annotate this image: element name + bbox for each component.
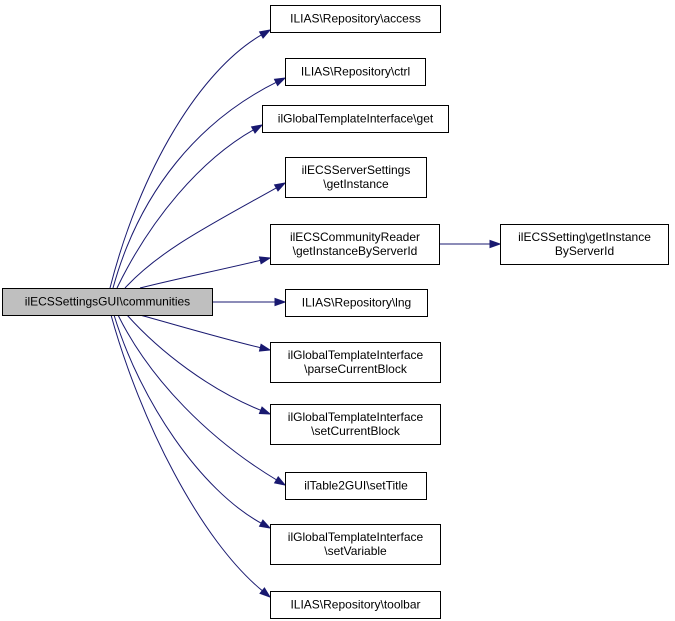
- edge-root-to-toolbar: [110, 314, 272, 598]
- node-toolbar[interactable]: ILIAS\Repository\toolbar: [270, 591, 441, 619]
- edge-root-to-access: [109, 29, 272, 289]
- node-lng[interactable]: ILIAS\Repository\lng: [285, 289, 428, 317]
- arrowhead: [258, 406, 272, 415]
- node-label: ilECSServerSettings: [302, 163, 411, 177]
- edge-line: [116, 128, 255, 289]
- edge-line: [117, 314, 278, 481]
- node-box: [500, 224, 669, 265]
- node-setCurrentBlock[interactable]: ilGlobalTemplateInterface\setCurrentBloc…: [270, 404, 441, 445]
- edge-line: [139, 314, 262, 349]
- node-box: [285, 58, 426, 86]
- node-label: ILIAS\Repository\lng: [302, 296, 411, 310]
- arrowhead: [250, 124, 264, 134]
- node-label: \getInstance: [323, 177, 389, 191]
- arrowhead: [259, 587, 272, 598]
- node-box: [285, 157, 427, 198]
- node-setVariable[interactable]: ilGlobalTemplateInterface\setVariable: [270, 524, 441, 565]
- arrowhead: [274, 297, 287, 307]
- node-label: ilGlobalTemplateInterface: [288, 530, 424, 544]
- node-label: ILIAS\Repository\ctrl: [301, 65, 410, 79]
- edge-getInstanceByServerId-to-settingGetInstance: [439, 239, 502, 249]
- node-box: [262, 105, 449, 133]
- edge-root-to-setTitle: [117, 314, 287, 486]
- arrowhead: [258, 256, 272, 265]
- edge-root-to-setVariable: [113, 314, 272, 529]
- node-getInstanceByServerId[interactable]: ilECSCommunityReader\getInstanceByServer…: [270, 224, 440, 265]
- arrowhead: [273, 182, 287, 192]
- arrowhead: [258, 29, 272, 39]
- node-label: \setCurrentBlock: [311, 424, 401, 438]
- edge-line: [109, 34, 263, 289]
- node-label: ilGlobalTemplateInterface: [288, 348, 424, 362]
- edge-line: [110, 314, 264, 592]
- node-box: [270, 591, 441, 619]
- arrowhead: [258, 519, 272, 529]
- node-settingGetInstance[interactable]: ilECSSetting\getInstanceByServerId: [500, 224, 669, 265]
- node-label: \getInstanceByServerId: [293, 244, 418, 258]
- edge-line: [113, 314, 263, 525]
- node-label: \parseCurrentBlock: [304, 362, 408, 376]
- arrowhead: [258, 343, 272, 352]
- node-get[interactable]: ilGlobalTemplateInterface\get: [262, 105, 449, 133]
- node-label: ilECSSetting\getInstance: [518, 230, 651, 244]
- node-parseCurrentBlock[interactable]: ilGlobalTemplateInterface\parseCurrentBl…: [270, 342, 441, 383]
- node-getInstance[interactable]: ilECSServerSettings\getInstance: [285, 157, 427, 198]
- edge-root-to-get: [116, 124, 264, 289]
- node-label: ilECSCommunityReader: [290, 230, 420, 244]
- node-box: [2, 288, 213, 316]
- node-label: ILIAS\Repository\access: [290, 12, 421, 26]
- node-label: ilGlobalTemplateInterface\get: [278, 112, 434, 126]
- node-setTitle[interactable]: ilTable2GUI\setTitle: [285, 472, 427, 500]
- edge-root-to-parseCurrentBlock: [139, 314, 272, 352]
- edges-layer: [109, 29, 502, 598]
- node-label: ilTable2GUI\setTitle: [304, 479, 408, 493]
- arrowhead: [273, 475, 287, 486]
- root-node[interactable]: ilECSSettingsGUI\communities: [2, 288, 213, 316]
- node-ctrl[interactable]: ILIAS\Repository\ctrl: [285, 58, 426, 86]
- node-label: ILIAS\Repository\toolbar: [290, 598, 420, 612]
- node-access[interactable]: ILIAS\Repository\access: [270, 5, 441, 33]
- node-box: [270, 224, 440, 265]
- node-label: ByServerId: [555, 244, 614, 258]
- edge-root-to-getInstanceByServerId: [139, 256, 272, 289]
- node-box: [270, 524, 441, 565]
- node-box: [270, 5, 441, 33]
- node-label: ilECSSettingsGUI\communities: [25, 295, 190, 309]
- node-label: ilGlobalTemplateInterface: [288, 410, 424, 424]
- node-box: [270, 404, 441, 445]
- nodes-layer: ilECSSettingsGUI\communitiesILIAS\Reposi…: [2, 5, 669, 619]
- arrowhead: [489, 239, 502, 249]
- edge-root-to-lng: [212, 297, 287, 307]
- arrowhead: [273, 77, 287, 87]
- node-box: [285, 472, 427, 500]
- edge-root-to-getInstance: [124, 182, 287, 289]
- node-box: [285, 289, 428, 317]
- node-box: [270, 342, 441, 383]
- edge-line: [124, 186, 278, 289]
- edge-line: [126, 314, 262, 412]
- edge-root-to-setCurrentBlock: [126, 314, 272, 415]
- edge-line: [112, 81, 278, 289]
- node-label: \setVariable: [324, 544, 387, 558]
- edge-line: [139, 259, 262, 289]
- edge-root-to-ctrl: [112, 77, 287, 289]
